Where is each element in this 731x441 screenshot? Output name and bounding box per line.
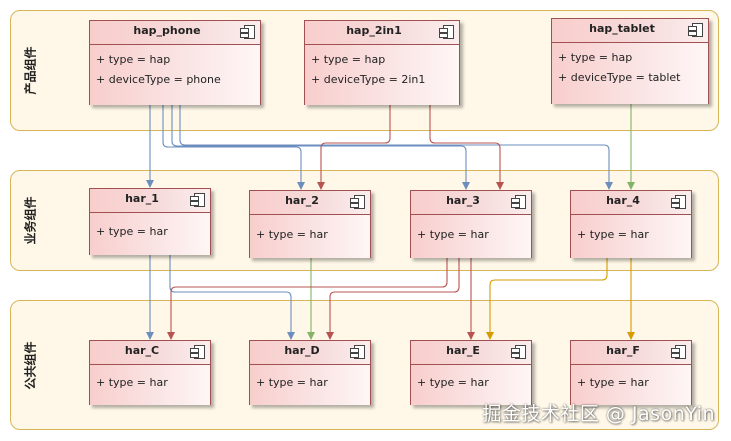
component-har_D[interactable]: har_D + type = har bbox=[249, 340, 371, 405]
component-har_E[interactable]: har_E + type = har bbox=[410, 340, 532, 405]
component-har_3[interactable]: har_3 + type = har bbox=[410, 190, 532, 258]
edge-har_3-har_D bbox=[326, 258, 460, 340]
component-har_1[interactable]: har_1 + type = har bbox=[89, 188, 211, 255]
component-attr: + type = har bbox=[577, 376, 649, 389]
component-har_C[interactable]: har_C + type = har bbox=[89, 340, 211, 405]
component-attr: + type = hap bbox=[96, 53, 171, 66]
component-icon bbox=[671, 195, 686, 209]
component-attr: + type = har bbox=[417, 376, 489, 389]
component-attr: + type = hap bbox=[311, 53, 386, 66]
edge-har_1-har_D bbox=[169, 255, 295, 340]
component-icon bbox=[688, 23, 703, 37]
component-title: har_F bbox=[606, 344, 640, 357]
component-title: har_1 bbox=[125, 192, 159, 205]
component-attr: + deviceType = 2in1 bbox=[311, 73, 426, 86]
component-title: har_3 bbox=[446, 194, 480, 207]
component-icon bbox=[511, 345, 526, 359]
component-title: hap_phone bbox=[133, 24, 201, 37]
edge-hap_phone-har_3 bbox=[171, 105, 470, 190]
component-har_4[interactable]: har_4 + type = har bbox=[570, 190, 692, 258]
component-icon bbox=[190, 345, 205, 359]
component-icon bbox=[190, 193, 205, 207]
edge-hap_2in1-har_2 bbox=[317, 105, 391, 190]
component-hap_phone[interactable]: hap_phone + type = hap + deviceType = ph… bbox=[89, 20, 261, 105]
component-har_2[interactable]: har_2 + type = har bbox=[249, 190, 371, 258]
component-har_F[interactable]: har_F + type = har bbox=[570, 340, 692, 405]
component-icon bbox=[511, 195, 526, 209]
edge-har_3-har_C bbox=[167, 258, 448, 340]
component-icon bbox=[350, 195, 365, 209]
component-attr: + type = har bbox=[96, 225, 168, 238]
edge-hap_2in1-har_3 bbox=[429, 105, 504, 190]
component-attr: + type = har bbox=[577, 228, 649, 241]
component-title: har_2 bbox=[285, 194, 319, 207]
component-attr: + type = har bbox=[256, 228, 328, 241]
component-icon bbox=[439, 25, 454, 39]
edge-har_4-har_E bbox=[486, 258, 608, 340]
component-icon bbox=[671, 345, 686, 359]
component-title: hap_2in1 bbox=[346, 24, 402, 37]
component-title: hap_tablet bbox=[589, 22, 655, 35]
component-icon bbox=[350, 345, 365, 359]
component-attr: + deviceType = phone bbox=[96, 73, 221, 86]
component-attr: + type = har bbox=[96, 376, 168, 389]
edge-hap_phone-har_4 bbox=[179, 105, 613, 190]
component-icon bbox=[240, 25, 255, 39]
watermark: 掘金技术社区 @ JasonYin bbox=[482, 403, 715, 425]
component-title: har_E bbox=[446, 344, 480, 357]
edge-hap_phone-har_2 bbox=[162, 105, 305, 190]
component-attr: + type = har bbox=[256, 376, 328, 389]
component-title: har_4 bbox=[606, 194, 640, 207]
component-attr: + type = hap bbox=[558, 51, 633, 64]
component-attr: + type = har bbox=[417, 228, 489, 241]
component-attr: + deviceType = tablet bbox=[558, 71, 681, 84]
component-title: har_C bbox=[124, 344, 160, 357]
component-title: har_D bbox=[284, 344, 320, 357]
component-hap_2in1[interactable]: hap_2in1 + type = hap + deviceType = 2in… bbox=[304, 20, 460, 105]
component-hap_tablet[interactable]: hap_tablet + type = hap + deviceType = t… bbox=[551, 18, 709, 104]
